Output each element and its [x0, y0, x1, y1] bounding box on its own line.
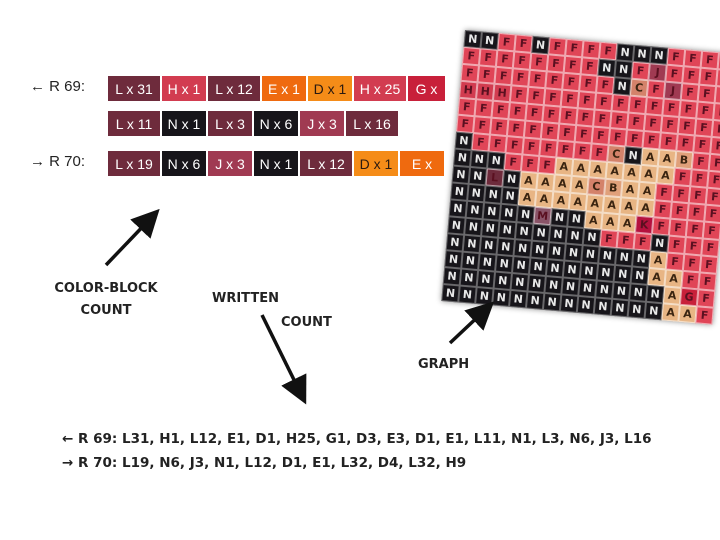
row-label-r70: → R 70:: [30, 153, 86, 170]
color-block-g: G x: [408, 76, 445, 101]
color-block-e: E x 1: [262, 76, 306, 101]
written-label: WRITTEN: [212, 291, 279, 306]
color-block-l: L x 11: [108, 111, 160, 136]
color-block-d: D x 1: [354, 151, 398, 176]
color-block-count-label: COLOR-BLOCK COUNT: [54, 281, 158, 318]
color-block-j: J x 3: [300, 111, 344, 136]
color-block-n: N x 6: [254, 111, 298, 136]
color-block-l: L x 16: [346, 111, 398, 136]
color-block-h: H x 1: [162, 76, 206, 101]
color-block-j: J x 3: [208, 151, 252, 176]
color-block-l: L x 19: [108, 151, 160, 176]
arrow-color-block: [104, 208, 160, 267]
color-block-h: H x 25: [354, 76, 406, 101]
color-block-n: N x 1: [254, 151, 298, 176]
color-block-n: N x 1: [162, 111, 206, 136]
written-count-row-70: → R 70: L19, N6, J3, N1, L12, D1, E1, L3…: [62, 455, 467, 471]
arrow-written-count: [260, 314, 307, 405]
color-block-e: E x: [400, 151, 444, 176]
color-block-l: L x 12: [300, 151, 352, 176]
row-label-r69: ← R 69:: [30, 78, 86, 95]
color-block-d: D x 1: [308, 76, 352, 101]
color-block-n: N x 6: [162, 151, 206, 176]
written-count-label: COUNT: [281, 315, 332, 330]
written-count-row-69: ← R 69: L31, H1, L12, E1, D1, H25, G1, D…: [62, 431, 652, 447]
color-block-l: L x 31: [108, 76, 160, 101]
graph-label: GRAPH: [418, 357, 470, 372]
arrow-graph: [448, 301, 495, 345]
color-block-l: L x 12: [208, 76, 260, 101]
color-block-l: L x 3: [208, 111, 252, 136]
